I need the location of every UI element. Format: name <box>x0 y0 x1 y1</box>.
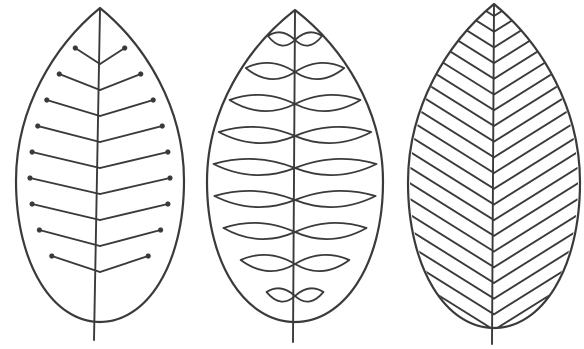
vein-loop-right <box>295 32 322 45</box>
hatch-vein-right <box>494 50 584 110</box>
hatch-vein-left <box>398 286 494 346</box>
vein-left <box>38 126 100 142</box>
hatch-vein-right <box>494 144 584 204</box>
vein-right <box>100 74 141 90</box>
vein-dot <box>151 97 156 102</box>
vein-loop-left <box>214 159 295 175</box>
vein-right <box>100 48 125 64</box>
hatch-vein-right <box>494 270 584 330</box>
vein-right <box>100 152 168 168</box>
hatch-vein-right <box>494 160 584 220</box>
vein-left <box>32 152 100 168</box>
hatch-vein-right <box>494 82 584 142</box>
vein-loop-left <box>214 191 295 207</box>
hatch-vein-left <box>398 66 494 126</box>
vein-dot <box>27 175 32 180</box>
hatch-vein-right <box>494 129 584 189</box>
vein-left <box>47 100 100 116</box>
hatch-vein-left <box>398 270 494 330</box>
vein-loop-right <box>295 95 360 111</box>
hatch-vein-right <box>494 207 584 267</box>
vein-loop-left <box>246 63 295 79</box>
vein-dot <box>49 253 54 258</box>
leaf-looped-veins <box>207 10 383 342</box>
vein-right <box>100 204 168 220</box>
vein-dot <box>57 71 62 76</box>
vein-loop-left <box>223 223 295 239</box>
vein-left <box>30 178 100 194</box>
hatch-vein-left <box>398 144 494 204</box>
midrib <box>293 12 295 342</box>
vein-dot <box>30 201 35 206</box>
hatch-vein-left <box>398 160 494 220</box>
vein-loop-right <box>295 63 344 79</box>
vein-loop-left <box>268 32 295 45</box>
hatch-vein-left <box>398 19 494 79</box>
vein-dot <box>122 45 127 50</box>
hatch-vein-right <box>494 192 584 252</box>
vein-right <box>100 126 162 142</box>
hatch-vein-left <box>398 3 494 63</box>
hatch-vein-left <box>398 239 494 299</box>
midrib <box>492 6 494 344</box>
leaf-hatched-veins <box>398 0 584 346</box>
vein-right <box>100 230 161 246</box>
vein-loop-right <box>295 288 323 301</box>
hatch-vein-right <box>494 35 584 95</box>
hatch-vein-left <box>398 82 494 142</box>
vein-loop-left <box>241 255 295 271</box>
hatch-vein-right <box>494 286 584 346</box>
vein-right <box>100 100 153 116</box>
vein-left <box>59 74 100 90</box>
vein-loop-right <box>295 255 349 271</box>
vein-dot <box>167 175 172 180</box>
hatch-vein-right <box>494 254 584 314</box>
hatch-vein-left <box>398 0 494 16</box>
vein-left <box>52 256 100 272</box>
vein-dot <box>160 123 165 128</box>
hatch-vein-left <box>398 97 494 157</box>
hatch-vein-right <box>494 239 584 299</box>
vein-dot <box>138 71 143 76</box>
vein-right <box>100 178 170 194</box>
vein-dot <box>37 227 42 232</box>
vein-dot <box>73 45 78 50</box>
vein-loop-right <box>295 127 371 143</box>
hatch-vein-right <box>494 19 584 79</box>
vein-loop-right <box>295 191 376 207</box>
vein-left <box>75 48 100 64</box>
midrib <box>94 10 100 340</box>
hatch-vein-right <box>494 97 584 157</box>
vein-dot <box>165 201 170 206</box>
vein-dot <box>30 149 35 154</box>
hatch-vein-left <box>398 192 494 252</box>
vein-right <box>100 256 148 272</box>
hatch-vein-right <box>494 176 584 236</box>
hatch-vein-right <box>494 0 584 16</box>
vein-dot <box>44 97 49 102</box>
vein-loop-left <box>230 95 295 111</box>
vein-left <box>39 230 100 246</box>
vein-dot <box>165 149 170 154</box>
vein-loop-left <box>267 288 295 301</box>
vein-loop-right <box>295 223 367 239</box>
vein-dot <box>35 123 40 128</box>
vein-dot <box>146 253 151 258</box>
vein-loop-left <box>219 127 295 143</box>
hatch-veins <box>398 0 584 346</box>
vein-left <box>32 204 100 220</box>
leaf-dotted-veins <box>16 8 184 340</box>
vein-loop-right <box>295 159 376 175</box>
vein-dot <box>158 227 163 232</box>
hatch-vein-left <box>398 35 494 95</box>
